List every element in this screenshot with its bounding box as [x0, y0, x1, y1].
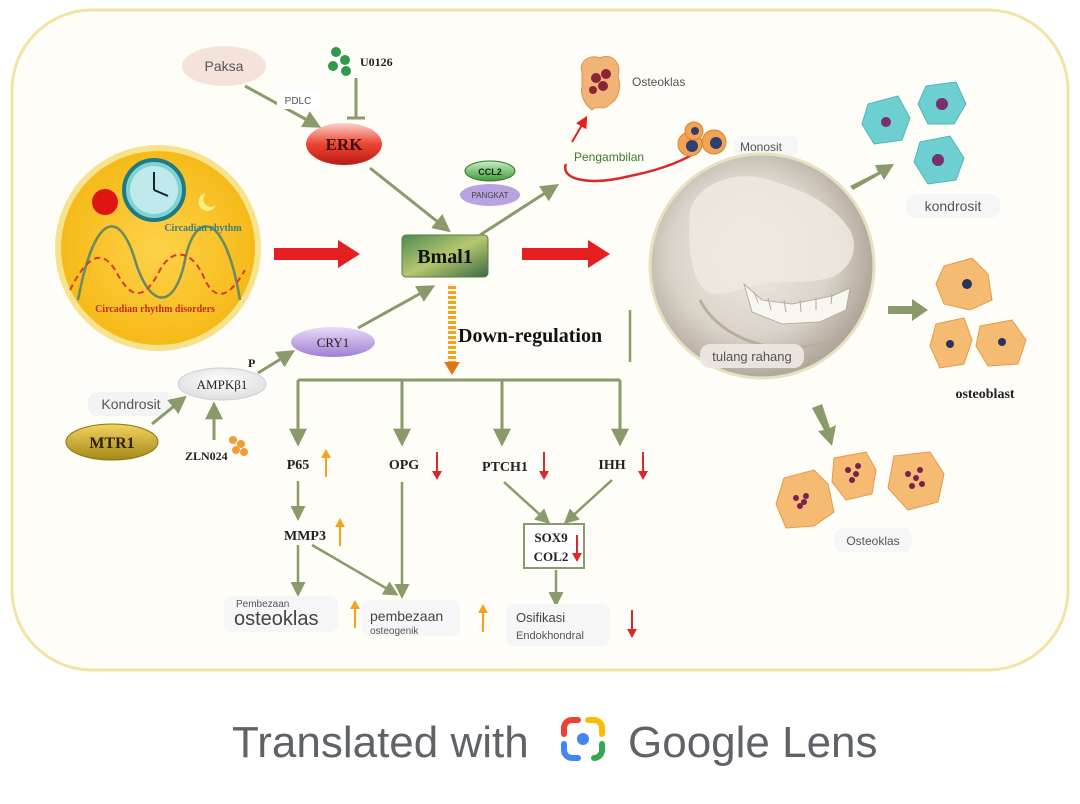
ihh-down-arrow [638, 452, 648, 480]
osteoblast-cells [929, 257, 1027, 369]
circadian-rhythm-label: Circadian rhythm [164, 223, 242, 234]
ampk-node [177, 367, 267, 401]
kondrosit-cells [861, 81, 967, 185]
translated-with-text: Translated with [232, 718, 529, 767]
mmp3-up-arrow [335, 518, 345, 546]
pangkat-node [460, 184, 520, 206]
mtr1-label: MTR1 [89, 435, 134, 452]
osteogenik-label: osteogenik [370, 626, 419, 637]
rhythm-wave [76, 225, 242, 301]
mtr1-to-ampk-arrow [151, 395, 187, 426]
sox9-col2-box [523, 523, 585, 569]
osteoklas-cells-bottom [775, 451, 945, 529]
kondrosit-right-label: kondrosit [925, 198, 982, 214]
osteogenik-up-arrow [478, 604, 488, 632]
erk-node [306, 123, 382, 165]
to-kondrosit-arrow [850, 164, 894, 190]
u0126-label: U0126 [360, 55, 393, 69]
pdlc-label: PDLC [285, 96, 312, 107]
bmal1-to-ccl2-arrow [479, 184, 560, 237]
red-arrow-left [274, 240, 360, 268]
u0126-molecule-icon [328, 47, 351, 76]
col2-label: COL2 [534, 549, 569, 564]
p65-up-arrow [321, 449, 331, 477]
pangkat-label: PANGKAT [471, 191, 508, 200]
sox9-col2-down-arrow [572, 535, 582, 562]
opg-down-arrow [432, 452, 442, 480]
clock-icon [122, 158, 186, 222]
google-lens-icon [561, 717, 605, 761]
kondrosit-right-tag [906, 194, 1000, 218]
u0126-inhibit-line [347, 78, 365, 120]
tulang-rahang-tag [700, 344, 804, 368]
cry1-to-bmal1-arrow [357, 285, 436, 330]
bmal1-node [401, 234, 489, 278]
ccl2-label: CCL2 [478, 167, 502, 177]
osteogenik-outcome-tag [362, 600, 460, 636]
erk-to-bmal1-arrow [369, 166, 451, 233]
paksa-node [182, 46, 266, 86]
moon-icon [198, 193, 216, 211]
ptch1-down-arrow [539, 452, 549, 480]
endokhondral-label: Endokhondral [516, 630, 584, 642]
ihh-label: IHH [598, 458, 625, 473]
phosphate-label: P [248, 356, 255, 370]
circadian-disorder-label: Circadian rhythm disorders [95, 304, 215, 315]
cry1-label: CRY1 [317, 335, 350, 350]
osteoklas-big-label: osteoklas [234, 608, 319, 630]
recruitment-curve [564, 148, 701, 183]
regulation-tree [289, 378, 629, 447]
to-osteoblast-arrow [888, 299, 928, 321]
ccl2-node [464, 160, 516, 182]
down-regulation-label: Down-regulation [458, 325, 602, 347]
mmp3-label: MMP3 [284, 529, 326, 544]
pengambilan-label: Pengambilan [574, 150, 644, 164]
google-lens-text: Google Lens [628, 718, 878, 767]
disorder-wave [69, 253, 246, 295]
to-osteoklas-arrow [812, 404, 836, 446]
kondrosit-left-label: Kondrosit [101, 396, 160, 412]
cry1-node [291, 327, 375, 357]
ptch1-label: PTCH1 [482, 460, 528, 475]
paksa-label: Paksa [205, 58, 244, 74]
osteoklas-diff-up-arrow [350, 600, 360, 628]
zln024-molecule-icon [229, 436, 248, 456]
tulang-rahang-label: tulang rahang [712, 349, 792, 364]
pembezaan-label: pembezaan [370, 608, 443, 624]
monosit-cells [677, 121, 727, 157]
red-arrow-right [522, 240, 610, 268]
down-regulation-arrow [444, 286, 460, 375]
sun-icon [92, 189, 118, 215]
translation-footer: Translated with Google Lens [0, 700, 1080, 790]
pengambilan-up-arrow [571, 115, 588, 143]
ampk-to-cry1-arrow [257, 350, 296, 375]
circadian-panel: Circadian rhythm Circadian rhythm disord… [55, 145, 261, 351]
jaw-bone-image [648, 152, 876, 380]
opg-label: OPG [389, 458, 419, 473]
mtr1-node [65, 423, 159, 461]
osteoklas-top-label: Osteoklas [632, 75, 685, 89]
erk-label: ERK [326, 135, 364, 154]
osteoklas-bottom-label: Osteoklas [846, 534, 899, 548]
sox9-label: SOX9 [534, 530, 568, 545]
pembezaan-small-label: Pembezaan [236, 599, 289, 610]
osifikasi-down-arrow [627, 610, 637, 638]
osteoklas-cell-top [580, 56, 621, 111]
osteoklas-outcome-tag [224, 596, 338, 632]
bmal1-label: Bmal1 [417, 246, 473, 268]
osteoklas-bottom-tag [834, 528, 912, 552]
zln024-label: ZLN024 [185, 449, 228, 463]
p65-label: P65 [287, 458, 310, 473]
monosit-label: Monosit [740, 140, 783, 154]
kondrosit-left-tag [88, 392, 174, 416]
ampk-label: AMPKβ1 [197, 377, 248, 392]
pdlc-tag [277, 91, 319, 109]
osteoblast-label: osteoblast [955, 387, 1014, 402]
second-level-arrows [290, 479, 613, 607]
monosit-tag [734, 136, 798, 156]
osifikasi-label: Osifikasi [516, 610, 565, 625]
osifikasi-outcome-tag [506, 604, 610, 646]
